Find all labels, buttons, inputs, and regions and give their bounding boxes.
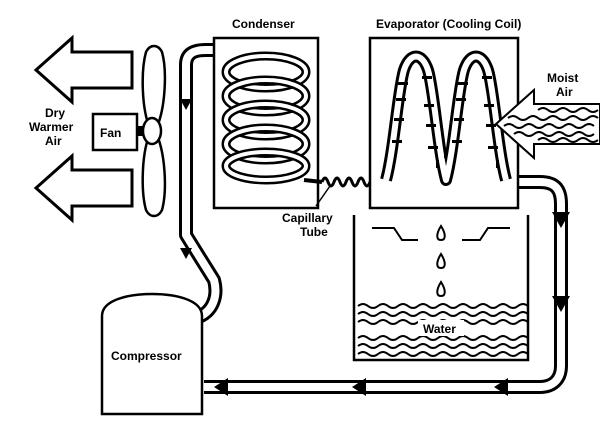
condenser-coil: [221, 51, 311, 185]
fan-blade-top: [141, 44, 167, 133]
water-tank: [352, 215, 530, 362]
dry-air-label-line3: Air: [45, 134, 62, 148]
water-drops: [436, 224, 446, 298]
moist-air-label-line1: Moist: [547, 71, 578, 85]
fan: Fan: [91, 44, 167, 218]
moist-air-arrow: [494, 87, 600, 161]
fan-blade-bottom: [141, 129, 167, 218]
evaporator-condensate-drops: [392, 76, 499, 168]
evaporator-label: Evaporator (Cooling Coil): [376, 17, 521, 31]
compressor-label: Compressor: [111, 349, 182, 363]
moist-air-label-line2: Air: [556, 85, 573, 99]
dry-air-label-line2: Warmer: [29, 120, 74, 134]
compressor-body: [100, 292, 204, 416]
water-label: Water: [423, 322, 456, 336]
tank-walls: [352, 215, 530, 362]
dry-air-arrow-bottom: [33, 152, 134, 224]
drip-tray-right: [462, 227, 510, 241]
water-label-box: [418, 320, 464, 336]
pipe-evaporator-return: [204, 175, 568, 394]
flow-arrow-2: [180, 248, 192, 259]
water-surface: [357, 303, 529, 357]
flow-arrow-1: [180, 99, 192, 110]
flow-arrow-3: [552, 212, 570, 228]
capillary-coil: [320, 176, 372, 188]
refrigerant-tubing: [179, 43, 568, 394]
capillary-label-line1: Capillary: [282, 211, 333, 225]
flow-arrow-5: [494, 378, 508, 396]
fan-label: Fan: [100, 126, 121, 140]
dry-air-label-line1: Dry: [45, 106, 65, 120]
capillary-leader: [315, 185, 331, 207]
capillary-label-line2: Tube: [300, 225, 328, 239]
evaporator-coil: [380, 50, 512, 186]
flow-arrow-7: [214, 378, 228, 396]
fan-hub: [141, 116, 163, 146]
flow-arrow-6: [352, 378, 366, 396]
flow-arrow-4: [552, 296, 570, 312]
compressor: [100, 292, 204, 416]
dry-air-arrows: [33, 34, 134, 224]
drip-tray-left: [372, 227, 418, 241]
condenser: [212, 36, 320, 210]
condenser-label: Condenser: [232, 17, 295, 31]
flow-arrows: [180, 99, 570, 396]
evaporator: [368, 36, 520, 210]
dry-air-arrow-top: [33, 34, 134, 106]
